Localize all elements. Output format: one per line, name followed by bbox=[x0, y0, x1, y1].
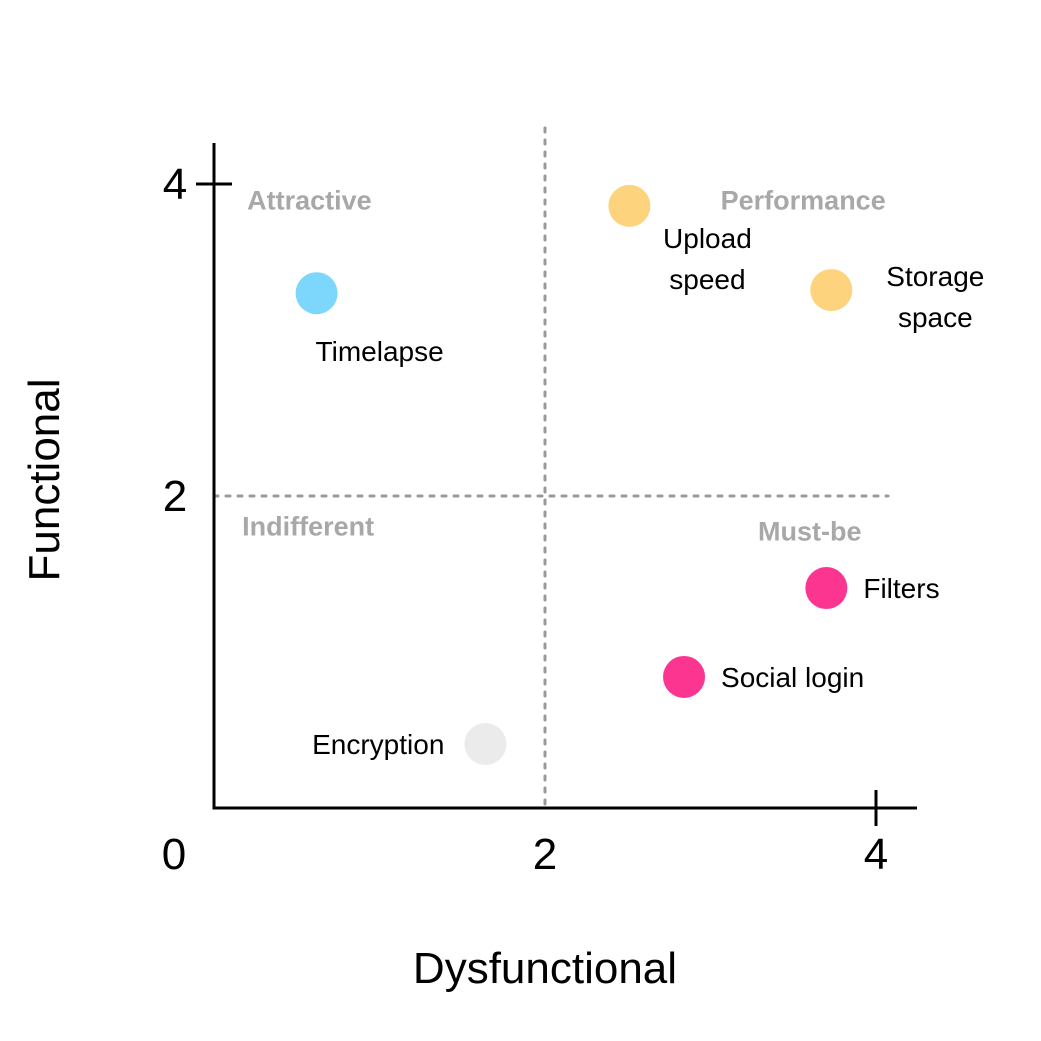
ticks: 0 2 4 2 4 bbox=[162, 160, 888, 879]
data-points: Timelapse Upload speed Storage spaceFiltersS… bbox=[295, 184, 984, 766]
data-point bbox=[464, 723, 507, 766]
y-tick-label: 2 bbox=[163, 472, 187, 521]
data-point-label: Upload bbox=[663, 223, 752, 254]
data-point bbox=[805, 567, 848, 610]
data-point bbox=[295, 272, 338, 315]
x-axis-label: Dysfunctional bbox=[413, 944, 677, 993]
data-point-label: Social login bbox=[721, 662, 864, 693]
data-point-label: Filters bbox=[863, 573, 939, 604]
y-tick-label: 4 bbox=[163, 160, 187, 209]
quadrant-label: Indifferent bbox=[242, 512, 374, 542]
data-point bbox=[663, 655, 706, 698]
data-point-label: Timelapse bbox=[316, 336, 444, 367]
data-point bbox=[608, 184, 651, 227]
quadrant-label: Must-be bbox=[758, 516, 862, 546]
x-tick-label: 2 bbox=[533, 830, 557, 879]
data-point-label: space bbox=[898, 302, 973, 333]
quadrant-label: Attractive bbox=[247, 186, 372, 216]
quadrant-dividers bbox=[212, 126, 890, 810]
x-tick-label: 4 bbox=[864, 830, 888, 879]
data-point bbox=[810, 269, 853, 312]
quadrant-label: Performance bbox=[721, 186, 886, 216]
y-axis-label: Functional bbox=[20, 378, 69, 581]
x-tick-label: 0 bbox=[162, 830, 186, 879]
data-point-label: Storage bbox=[886, 261, 984, 292]
axes bbox=[212, 143, 917, 810]
data-point-label: Encryption bbox=[312, 729, 444, 760]
data-point-label: speed bbox=[669, 264, 745, 295]
